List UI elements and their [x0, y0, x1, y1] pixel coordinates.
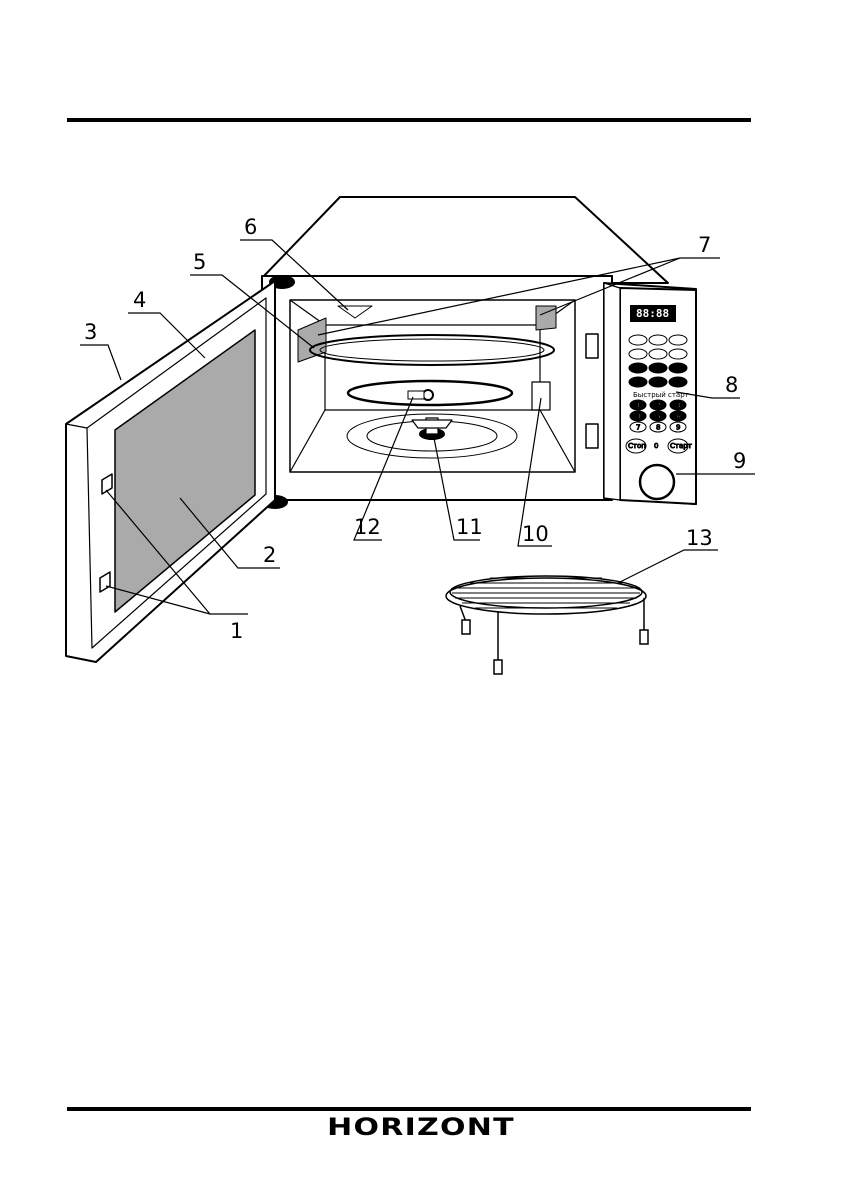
- callout-4: 4: [133, 288, 146, 312]
- number-key-8[interactable]: [649, 421, 667, 433]
- number-key-label: 4: [636, 413, 641, 421]
- number-key-4[interactable]: [629, 410, 647, 422]
- number-key-0[interactable]: 0: [654, 442, 659, 451]
- function-button[interactable]: [668, 348, 688, 360]
- number-key-label: 6: [676, 413, 681, 421]
- callout-13: 13: [686, 526, 713, 550]
- roller-ring: [346, 379, 514, 407]
- callout-7: 7: [698, 233, 711, 257]
- start-label: Старт: [670, 442, 692, 450]
- function-button[interactable]: [648, 334, 668, 346]
- number-key-6[interactable]: [669, 410, 687, 422]
- stop-label: Стоп: [628, 442, 646, 450]
- number-key-3[interactable]: [669, 399, 687, 411]
- callout-9: 9: [733, 449, 746, 473]
- leader-lines: [80, 239, 755, 615]
- grill-rack: [445, 575, 649, 675]
- number-key-label: 2: [656, 402, 661, 410]
- top-rule: [67, 118, 751, 122]
- quick-start-label: Быстрый старт: [633, 391, 689, 399]
- number-key-label: 5: [656, 413, 661, 421]
- door-window: [114, 329, 256, 613]
- number-key-label: 1: [636, 402, 641, 410]
- callout-5: 5: [193, 250, 206, 274]
- start-button[interactable]: [667, 438, 689, 454]
- function-button[interactable]: [668, 362, 688, 374]
- bottom-rule: [67, 1107, 751, 1111]
- stop-button[interactable]: [625, 438, 647, 454]
- callout-3: 3: [84, 320, 97, 344]
- number-key-9[interactable]: [669, 421, 687, 433]
- function-button[interactable]: [628, 376, 648, 388]
- number-key-label: 3: [676, 402, 681, 410]
- cabinet-top: [261, 196, 669, 284]
- callout-8: 8: [725, 373, 738, 397]
- mica-right: [535, 305, 557, 331]
- function-button[interactable]: [628, 348, 648, 360]
- number-key-2[interactable]: [649, 399, 667, 411]
- glass-tray: [309, 334, 555, 366]
- function-button[interactable]: [628, 362, 648, 374]
- number-key-label: 8: [656, 424, 660, 432]
- number-key-7[interactable]: [629, 421, 647, 433]
- callout-11: 11: [456, 515, 483, 539]
- callout-1: 1: [230, 619, 243, 643]
- brand-logo: HORIZONT: [327, 1113, 515, 1141]
- callout-10: 10: [522, 522, 549, 546]
- display-window: [630, 305, 676, 322]
- number-key-label: 9: [676, 424, 680, 432]
- selector-knob[interactable]: [638, 463, 676, 501]
- number-key-label: 7: [636, 424, 640, 432]
- callout-12: 12: [354, 515, 381, 539]
- function-button[interactable]: [648, 348, 668, 360]
- function-button[interactable]: [648, 362, 668, 374]
- display-readout: 88:88: [636, 307, 669, 320]
- number-key-1[interactable]: [629, 399, 647, 411]
- callout-2: 2: [263, 543, 276, 567]
- function-button[interactable]: [628, 334, 648, 346]
- number-key-5[interactable]: [649, 410, 667, 422]
- function-button[interactable]: [668, 334, 688, 346]
- function-button[interactable]: [668, 376, 688, 388]
- callout-6: 6: [244, 215, 257, 239]
- mica-left: [297, 317, 327, 363]
- function-button[interactable]: [648, 376, 668, 388]
